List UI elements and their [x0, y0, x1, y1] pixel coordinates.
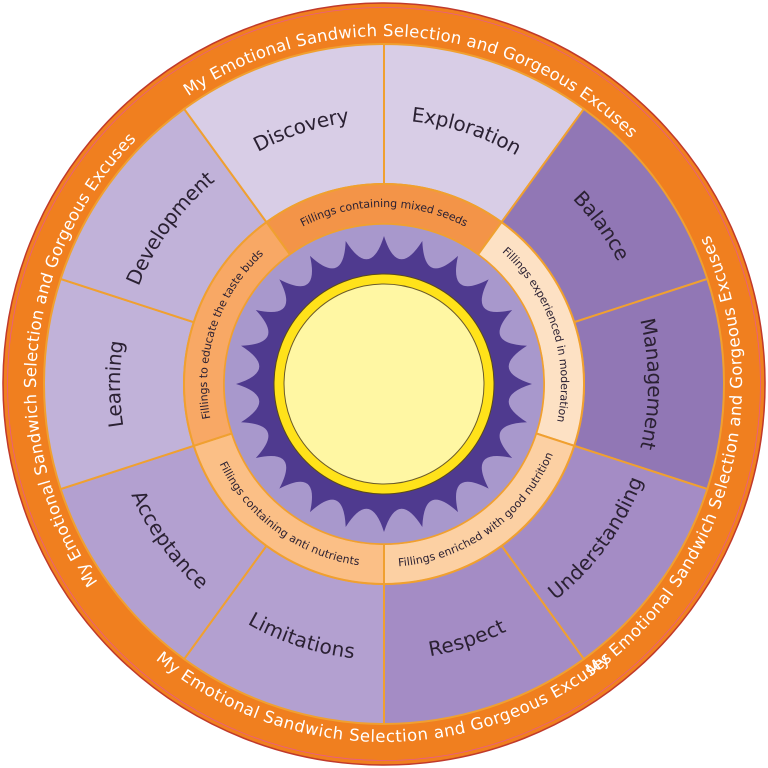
segment-acceptance: Acceptance [59, 444, 268, 661]
outer-ring-inner-edge [7, 7, 761, 761]
segment-ring: ExplorationBalanceManagementUnderstandin… [43, 42, 725, 726]
segment-management: Management [572, 277, 725, 491]
fillings-outer-edge [183, 183, 585, 585]
segment-learning: Learning [43, 277, 196, 491]
sun-core [283, 283, 485, 485]
segment-understanding: Understanding [500, 444, 709, 661]
segment-discovery: Discovery [182, 42, 385, 224]
segment-development: Development [59, 107, 268, 324]
sun-icon [223, 223, 545, 545]
segment-balance: Balance [500, 107, 709, 324]
